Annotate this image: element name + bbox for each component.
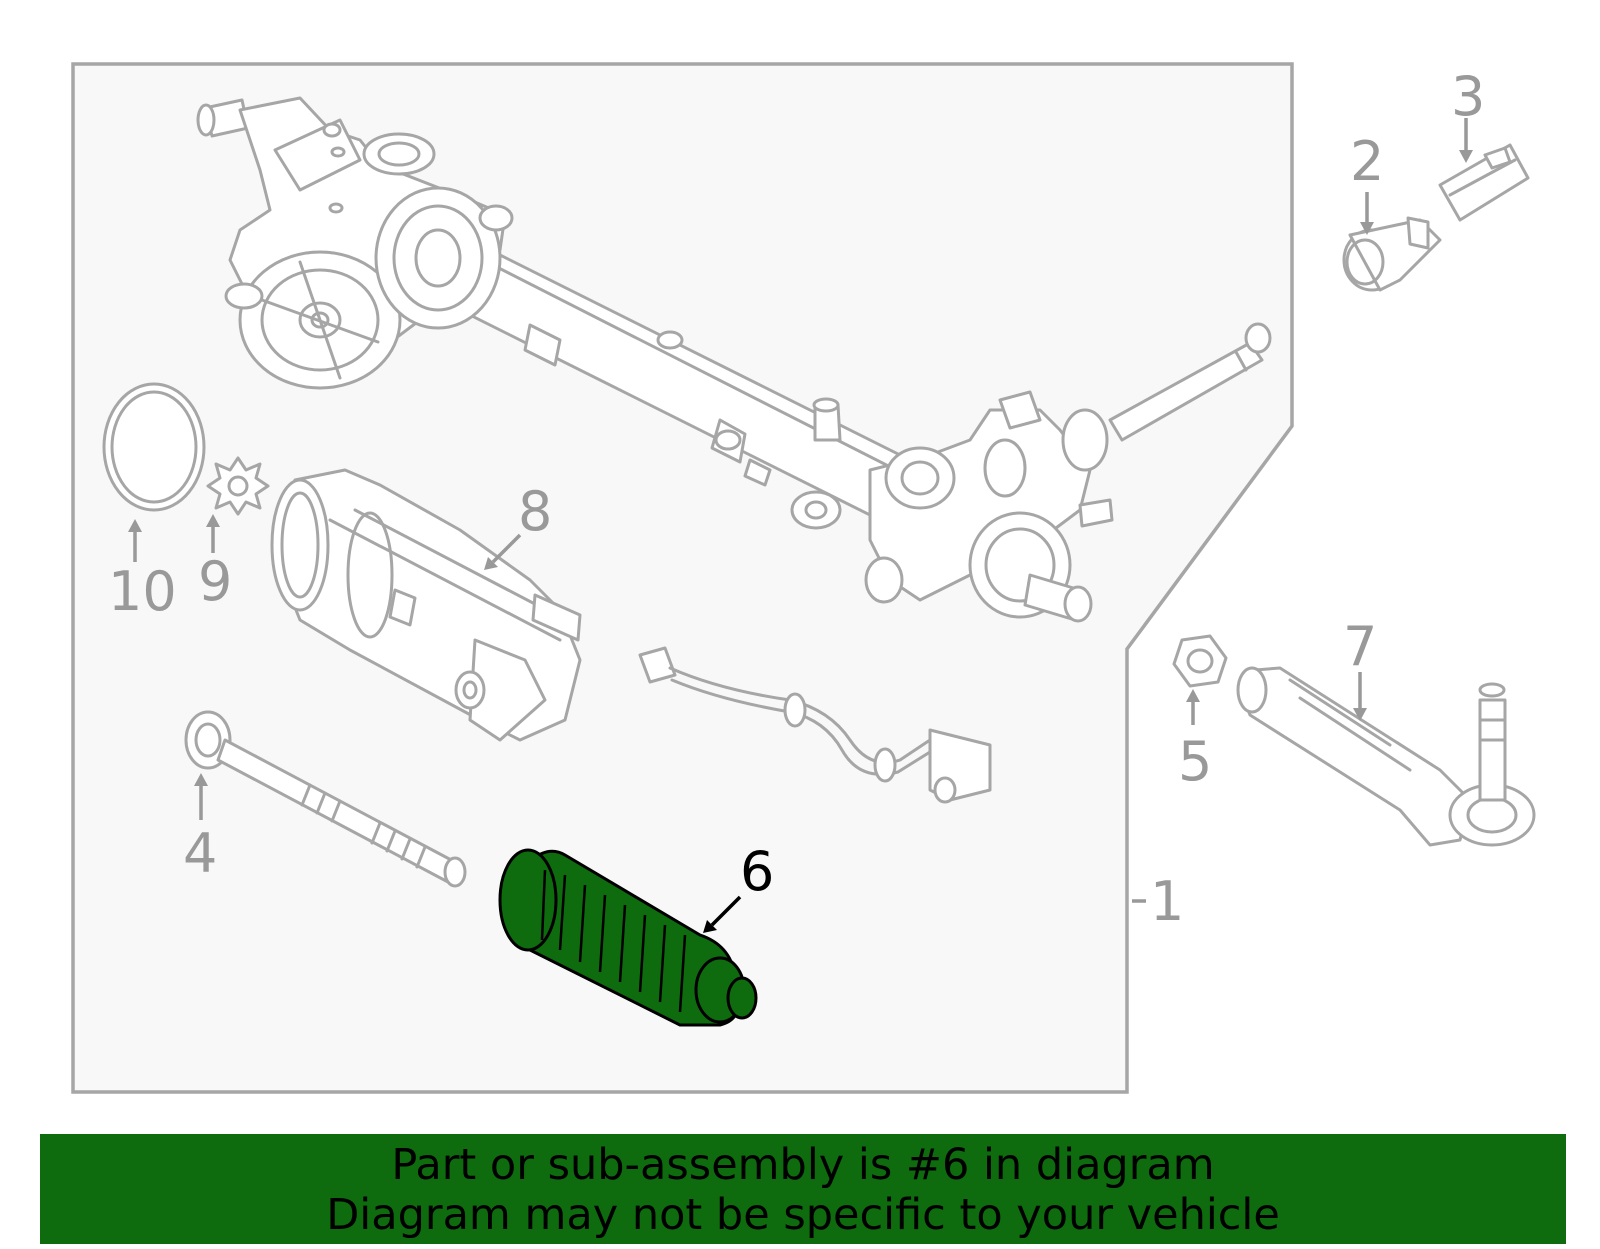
callout-arrows	[128, 118, 1473, 933]
info-banner: Part or sub-assembly is #6 in diagram Di…	[40, 1134, 1566, 1244]
part-9-coupler	[206, 456, 270, 516]
callout-6: 6	[740, 840, 774, 903]
part-5-nut	[1172, 634, 1228, 688]
wiring-harness	[638, 646, 992, 804]
callout-5: 5	[1178, 730, 1212, 793]
steering-rack-housing	[196, 96, 1272, 623]
callout-10: 10	[108, 560, 177, 623]
part-2-clamp	[1342, 216, 1442, 292]
part-4-inner-tie-rod	[184, 710, 467, 888]
part-10-o-ring	[102, 382, 206, 512]
part-6-bellows-boot	[498, 848, 758, 1027]
callout-2: 2	[1350, 130, 1384, 193]
callout-1: 1	[1150, 870, 1184, 933]
callout-8: 8	[518, 480, 552, 543]
callout-4: 4	[183, 822, 217, 885]
part-8-motor	[270, 468, 582, 742]
banner-line-disclaimer: Diagram may not be specific to your vehi…	[326, 1190, 1280, 1240]
part-7-outer-tie-rod-end	[1236, 666, 1536, 847]
callout-7: 7	[1343, 615, 1377, 678]
part-3-clip	[1438, 143, 1530, 222]
callout-9: 9	[198, 550, 232, 613]
banner-line-part-number: Part or sub-assembly is #6 in diagram	[391, 1140, 1215, 1190]
callout-3: 3	[1451, 65, 1485, 128]
